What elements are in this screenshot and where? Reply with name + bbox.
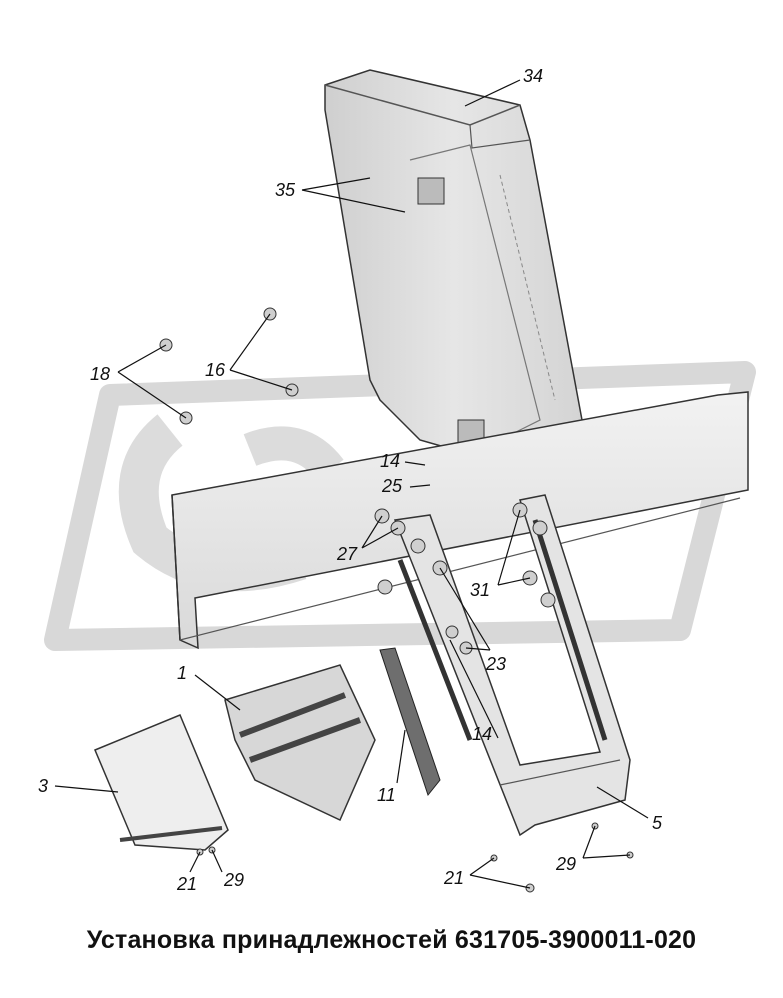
part-5-bracket (393, 494, 631, 837)
part-3-tray (94, 714, 229, 851)
part-frame-rail (171, 391, 749, 650)
callout-14-lower: 14 (472, 724, 492, 744)
leader-lines (54, 79, 649, 889)
callout-1: 1 (177, 663, 187, 683)
callout-29-right: 29 (555, 854, 576, 874)
callout-35: 35 (275, 180, 296, 200)
callout-16: 16 (205, 360, 226, 380)
callout-18: 18 (90, 364, 110, 384)
callout-labels: 34 35 18 16 14 25 27 31 23 1 14 3 11 5 2… (38, 66, 663, 894)
callout-34: 34 (523, 66, 543, 86)
callout-25: 25 (381, 476, 403, 496)
callout-5: 5 (652, 813, 663, 833)
callout-29-left: 29 (223, 870, 244, 890)
part-34-box (324, 69, 583, 461)
callout-3: 3 (38, 776, 48, 796)
callout-27: 27 (336, 544, 358, 564)
callout-14-upper: 14 (380, 451, 400, 471)
diagram-caption: Установка принадлежностей 631705-3900011… (86, 926, 697, 954)
callout-21-right: 21 (443, 868, 464, 888)
callout-11: 11 (377, 785, 396, 805)
callout-23: 23 (485, 654, 506, 674)
part-1-mount (224, 664, 376, 822)
part-11-strip (379, 647, 441, 797)
callout-21-left: 21 (176, 874, 197, 894)
callout-31: 31 (470, 580, 490, 600)
